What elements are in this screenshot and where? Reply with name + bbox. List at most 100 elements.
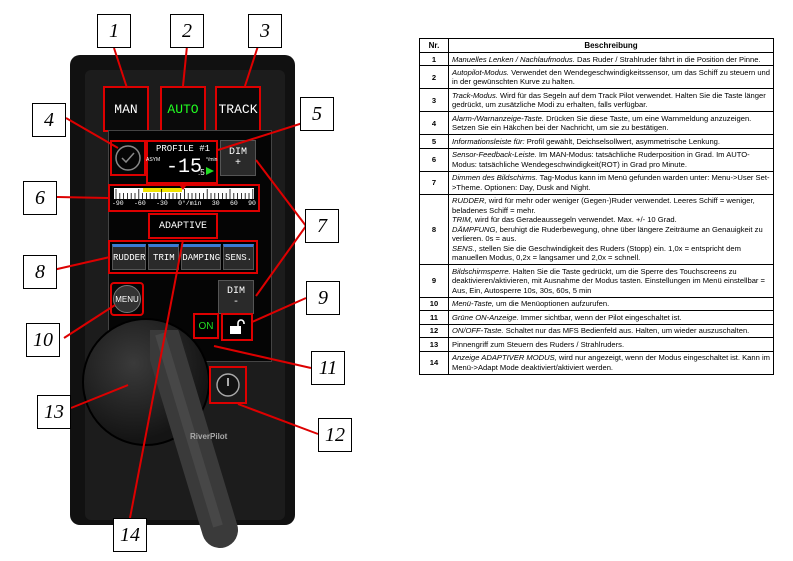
on-indicator: ON (193, 313, 219, 339)
power-button[interactable] (209, 366, 247, 404)
description-text: Das Ruder / Strahlruder fährt in die Pos… (574, 54, 761, 64)
row-description: Manuelles Lenken / Nachlaufmodus. Das Ru… (448, 51, 774, 67)
callout-11: 11 (311, 351, 345, 385)
row-number: 4 (419, 111, 449, 136)
row-number: 11 (419, 310, 449, 325)
asym-label: ASYM (146, 157, 161, 163)
description-title: TRIM, (452, 215, 473, 225)
row-description: RUDDER, wird für mehr oder weniger (Gege… (448, 193, 774, 266)
callout-4: 4 (32, 103, 66, 137)
sensor-feedback-bar: -90 -60 -30 0°/min 30 60 90 (108, 184, 260, 212)
right-arrow-icon (206, 167, 214, 175)
unit-label: °/min (206, 157, 218, 163)
menu-button-frame: MENU (110, 282, 144, 316)
dim-minus-button[interactable]: DIM - (218, 280, 254, 314)
row-description: Anzeige ADAPTIVER MODUS, wird nur angeze… (448, 350, 774, 375)
menu-button[interactable]: MENU (113, 285, 141, 313)
tab-sens[interactable]: SENS. (223, 244, 254, 270)
adaptive-label: ADAPTIVE (158, 220, 207, 232)
callout-8: 8 (23, 255, 57, 289)
description-text: Profil gewählt, Deichselsollwert, asymme… (524, 136, 721, 146)
scale-label: -30 (156, 200, 168, 207)
tiller-handle[interactable] (150, 330, 270, 561)
row-description: Autopilot-Modus. Verwendet den Wendegesc… (448, 65, 774, 90)
callout-5: 5 (300, 97, 334, 131)
description-title: Bildschirmsperre. (452, 266, 511, 276)
description-text: Wird für das Segeln auf dem Track Pilot … (452, 90, 766, 110)
row-description: Alarm-/Warnanzeige-Taste. Drücken Sie di… (448, 111, 774, 136)
dim-minus-sign: - (232, 297, 239, 308)
callout-1: 1 (97, 14, 131, 48)
dim-plus-label: DIM (228, 147, 247, 158)
description-text: beruhigt die Ruderbewegung, ohne über lä… (452, 224, 763, 244)
row-number: 14 (419, 350, 449, 375)
dim-minus-label: DIM (226, 286, 245, 297)
unlock-icon (230, 319, 245, 334)
callout-7: 7 (305, 209, 339, 243)
row-description: Track-Modus. Wird für das Segeln auf dem… (448, 88, 774, 113)
description-title: SENS., (452, 243, 477, 253)
screen-lock-button[interactable] (221, 313, 253, 341)
scale-label: -90 (112, 200, 124, 207)
description-text: Tag-Modus kann im Menü gefunden warden u… (452, 173, 770, 192)
row-description: Dimmen des Bildschirms. Tag-Modus kann i… (448, 170, 774, 195)
description-text: Schaltet nur das MFS Bedienfeld aus. Hal… (503, 326, 750, 336)
row-number: 6 (419, 147, 449, 172)
description-text: Im MAN-Modus: tatsächliche Ruderposition… (452, 150, 750, 169)
row-number: 12 (419, 323, 449, 339)
description-title: Autopilot-Modus. (452, 67, 509, 77)
callout-9: 9 (306, 281, 340, 315)
scale-label: 0°/min (178, 200, 202, 207)
menu-label: MENU (115, 294, 139, 304)
tab-rudder[interactable]: RUDDER (112, 244, 147, 270)
description-title: DÄMPFUNG, (452, 224, 498, 234)
power-icon (216, 373, 240, 397)
row-description: Sensor-Feedback-Leiste. Im MAN-Modus: ta… (448, 147, 774, 172)
description-title: Sensor-Feedback-Leiste. (452, 150, 537, 160)
row-number: 2 (419, 65, 449, 90)
description-title: Alarm-/Warnanzeige-Taste. (452, 113, 545, 123)
description-title: ON/OFF-Taste. (452, 326, 504, 336)
callout-2: 2 (170, 14, 204, 48)
row-number: 1 (419, 51, 449, 67)
row-number: 7 (419, 170, 449, 195)
callout-3: 3 (248, 14, 282, 48)
description-title: Dimmen des Bildschirms. (452, 173, 538, 183)
alarm-button[interactable] (110, 140, 146, 176)
description-title: Manuelles Lenken / Nachlaufmodus. (452, 54, 575, 64)
description-title: Menü-Taste, (452, 299, 494, 309)
row-number: 10 (419, 296, 449, 312)
description-title: RUDDER, (452, 196, 487, 206)
gauge-fill (143, 188, 182, 192)
tab-label: DAMPING (182, 253, 221, 263)
column-header-beschreibung: Beschreibung (448, 38, 774, 53)
scale-label: 30 (211, 200, 220, 207)
gauge-pointer (180, 186, 186, 190)
setpoint-decimal: .5 (198, 168, 205, 177)
table-header-row: Nr. Beschreibung (419, 38, 774, 53)
tab-trim[interactable]: TRIM (148, 244, 180, 270)
callout-14: 14 (113, 518, 147, 552)
description-text: Immer sichtbar, wenn der Pilot eingescha… (518, 312, 682, 322)
dim-plus-sign: + (234, 158, 241, 169)
settings-tabs: RUDDER TRIM DAMPING SENS. (108, 240, 258, 274)
row-description: Grüne ON-Anzeige. Immer sichtbar, wenn d… (448, 310, 774, 325)
tab-damping[interactable]: DAMPING (181, 244, 222, 270)
dim-plus-button[interactable]: DIM + (220, 140, 256, 176)
on-label: ON (198, 320, 214, 332)
scale-label: 90 (248, 200, 256, 207)
brand-logo: RiverPilot (190, 432, 228, 441)
callout-10: 10 (26, 323, 60, 357)
auto-mode-button[interactable]: AUTO (160, 86, 206, 132)
description-title: Track-Modus. (452, 90, 498, 100)
tab-label: SENS. (225, 253, 253, 263)
